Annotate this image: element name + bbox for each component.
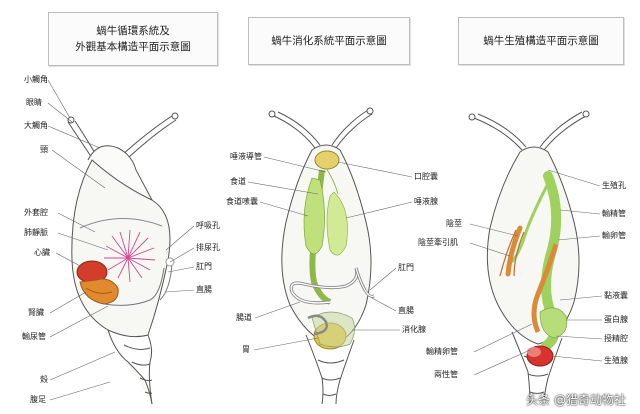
label-rectum-middle: 直腸 — [398, 306, 414, 315]
label-kidney: 腎臟 — [28, 308, 44, 317]
label-crop: 食道嗉囊 — [226, 197, 258, 206]
middle-title: 蝸牛消化系統平面示意圖 — [248, 17, 410, 65]
label-hermaphrodite-duct: 兩性管 — [434, 370, 458, 379]
right-title: 蝸牛生殖構造平面示意圖 — [458, 17, 624, 65]
label-small-tentacle: 小觸角 — [24, 75, 48, 84]
label-genital-pore: 生殖孔 — [602, 181, 626, 190]
right-snail — [468, 110, 603, 405]
middle-buccal-mass — [314, 150, 340, 170]
label-salivary-duct: 唾液導管 — [230, 152, 262, 161]
middle-salivary-gland — [326, 191, 348, 256]
label-gonad: 生殖腺 — [604, 356, 628, 365]
left-title-line1: 蝸牛循環系統及 — [96, 25, 170, 37]
label-anus-left: 肛門 — [196, 262, 212, 271]
label-salivary-gland: 唾液腺 — [414, 197, 438, 206]
label-intestine: 腸道 — [236, 313, 252, 322]
left-neck — [87, 145, 153, 201]
label-eye: 眼睛 — [26, 98, 42, 107]
label-ureter: 輸尿管 — [22, 332, 46, 341]
label-stomach: 胃 — [242, 345, 250, 354]
label-dart-sac: 陰莖 — [446, 219, 462, 228]
label-large-tentacle: 大觸角 — [24, 121, 48, 130]
left-rectum — [159, 263, 173, 301]
label-retractor: 陰莖牽引肌 — [418, 238, 458, 247]
label-pulmonary-vein: 肺靜脈 — [24, 228, 48, 237]
label-excretory-pore: 排尿孔 — [196, 243, 220, 252]
label-vas-deferens: 輸精管 — [602, 209, 626, 218]
middle-snail — [247, 107, 413, 405]
label-anus-middle: 肛門 — [398, 263, 414, 272]
middle-digestive-gland — [311, 311, 355, 348]
left-ureter — [103, 267, 165, 306]
right-dart-sac — [505, 225, 523, 277]
label-mantle-cavity: 外套腔 — [24, 208, 48, 217]
label-neck: 頸 — [40, 145, 48, 154]
label-buccal-mass: 口腔囊 — [414, 172, 438, 181]
right-albumen-gland — [539, 307, 568, 339]
right-hermaphrodite-duct — [531, 243, 559, 334]
label-mucous-gland: 黏液囊 — [604, 291, 628, 300]
left-large-tentacle — [121, 115, 173, 156]
left-kidney — [79, 278, 119, 305]
label-seminal-receptacle: 授精腔 — [604, 334, 628, 343]
left-pulmonary-vein — [104, 229, 156, 283]
label-esophagus: 食道 — [230, 177, 246, 186]
left-snail — [47, 79, 195, 405]
left-small-tentacle — [67, 121, 93, 159]
label-breathing-hole: 呼吸孔 — [196, 221, 220, 230]
middle-salivary-duct — [325, 167, 339, 195]
middle-crop — [303, 177, 325, 255]
label-oviduct: 輸卵管 — [602, 231, 626, 240]
left-title: 蝸牛循環系統及 外觀基本構造平面示意圖 — [48, 12, 218, 66]
label-rectum-left: 直腸 — [196, 285, 212, 294]
left-title-line2: 外觀基本構造平面示意圖 — [75, 41, 191, 53]
label-shell: 殼 — [40, 375, 48, 384]
label-oviduct-long: 輸精卵管 — [426, 347, 458, 356]
label-albumen-gland: 蛋白腺 — [604, 315, 628, 324]
label-heart: 心臟 — [34, 248, 50, 257]
label-foot: 腹足 — [30, 395, 46, 404]
watermark: 头条 @猎奇动物社 — [526, 393, 626, 407]
label-digestive-gland: 消化腺 — [402, 325, 426, 334]
left-eye — [67, 116, 75, 124]
